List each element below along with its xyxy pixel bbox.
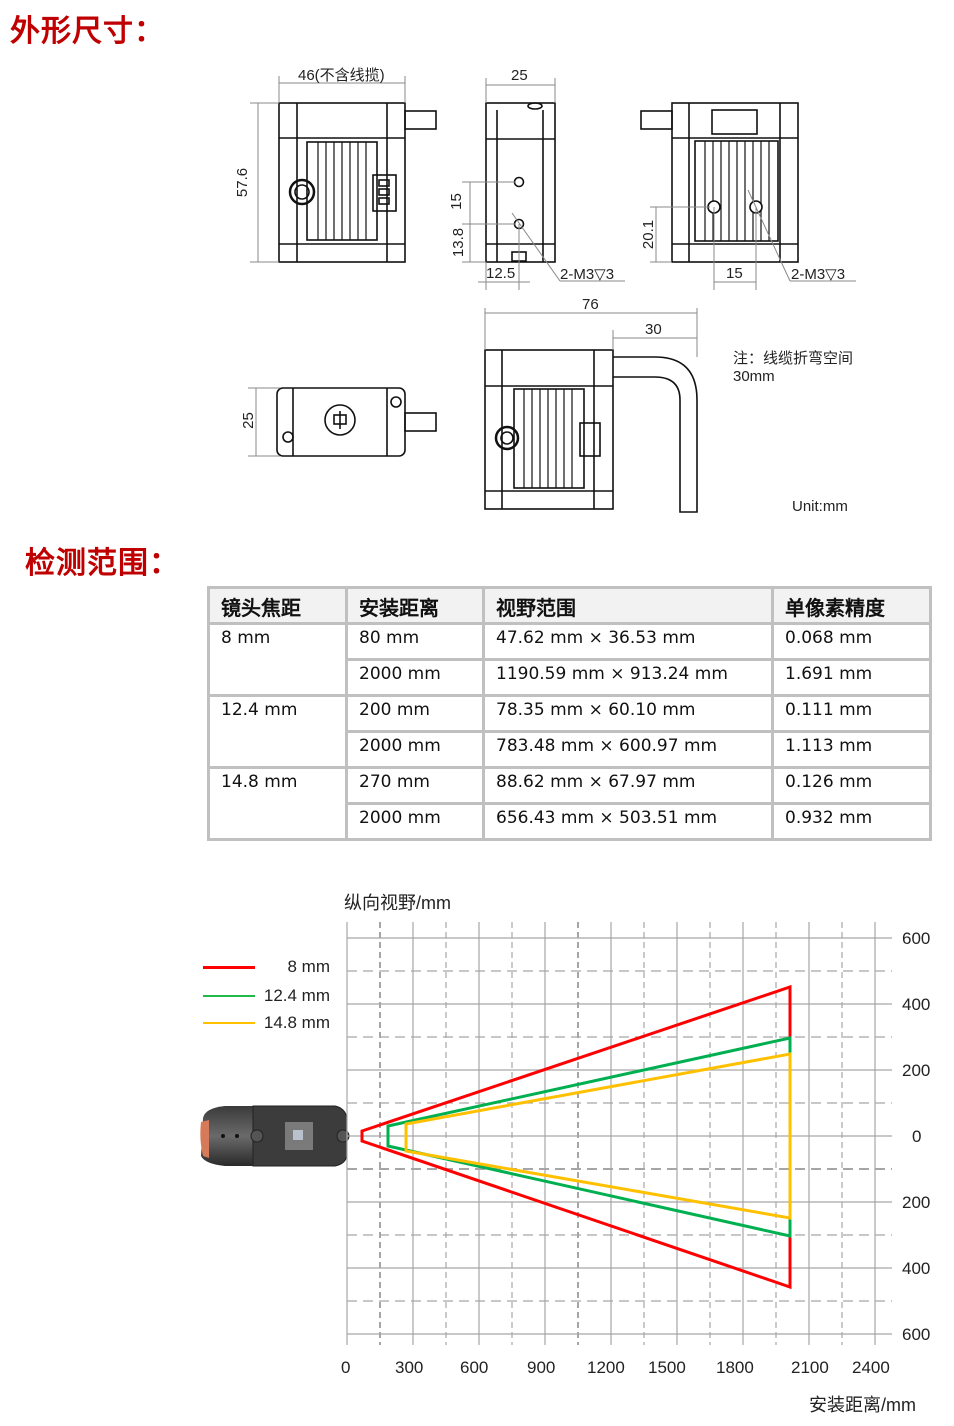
side-hole-offset-h-label: 12.5 <box>486 265 516 282</box>
x-tick: 1800 <box>716 1358 754 1377</box>
y-tick: 600 <box>902 1325 931 1344</box>
x-tick: 1200 <box>587 1358 625 1377</box>
fov-polygon-12-4mm <box>386 1036 792 1238</box>
legend-swatch-red <box>203 966 255 969</box>
distance-cell: 200 mm <box>345 694 485 733</box>
back-hole-spacing-label: 15 <box>726 265 743 282</box>
side-hole-spacing-label: 15 <box>447 193 465 210</box>
fov-cell: 783.48 mm × 600.97 mm <box>482 730 774 769</box>
y-tick: 200 <box>902 1193 931 1212</box>
y-tick: 200 <box>902 1061 931 1080</box>
legend-swatch-green <box>203 995 255 997</box>
precision-cell: 0.126 mm <box>771 766 932 805</box>
x-tick: 2100 <box>791 1358 829 1377</box>
fov-cell: 78.35 mm × 60.10 mm <box>482 694 774 733</box>
legend-label: 14.8 mm <box>263 1013 330 1032</box>
back-thread-label: 2-M3▽3 <box>791 266 846 283</box>
table-header-row: 镜头焦距 安装距离 视野范围 单像素精度 <box>207 586 932 625</box>
dimension-drawing <box>248 76 856 513</box>
y-tick: 400 <box>902 995 931 1014</box>
y-tick: 0 <box>912 1127 922 1146</box>
table-row: 14.8 mm 270 mm 88.62 mm × 67.97 mm 0.126… <box>207 766 932 841</box>
focal-cell: 14.8 mm <box>207 766 348 841</box>
table-row: 8 mm 80 mm 47.62 mm × 36.53 mm 0.068 mm <box>207 622 932 697</box>
legend-item-14-8mm: 14.8 mm <box>203 1013 343 1033</box>
fov-polygon-8mm <box>360 984 792 1290</box>
bent-cable-view-drawing <box>484 349 698 513</box>
unit-label: Unit:mm <box>792 498 848 515</box>
x-tick: 600 <box>460 1358 489 1377</box>
header-focal-length: 镜头焦距 <box>207 586 348 625</box>
table-row: 2000 mm 1190.59 mm × 913.24 mm 1.691 mm <box>209 658 932 697</box>
fov-cell: 47.62 mm × 36.53 mm <box>482 622 774 661</box>
detection-range-table: 镜头焦距 安装距离 视野范围 单像素精度 8 mm 80 mm 47.62 mm… <box>207 586 932 841</box>
cable-bend-note: 注：线缆折弯空间 <box>733 350 854 367</box>
x-tick: 900 <box>527 1358 556 1377</box>
precision-cell: 1.113 mm <box>771 730 932 769</box>
front-view-drawing <box>278 102 437 263</box>
side-width-label: 25 <box>511 67 528 84</box>
chart-y-axis-title: 纵向视野/mm <box>344 893 451 913</box>
fov-cell: 88.62 mm × 67.97 mm <box>482 766 774 805</box>
top-height-label: 25 <box>239 412 257 429</box>
cable-bend-note-value: 30mm <box>733 368 775 385</box>
distance-cell: 2000 mm <box>345 802 485 841</box>
legend-swatch-yellow <box>203 1022 255 1024</box>
table-row: 2000 mm 656.43 mm × 503.51 mm 0.932 mm <box>209 802 932 841</box>
header-pixel-precision: 单像素精度 <box>771 586 932 625</box>
chart-x-axis-title: 安装距离/mm <box>809 1395 916 1415</box>
x-tick: 300 <box>395 1358 424 1377</box>
back-hole-height-label: 20.1 <box>640 219 658 250</box>
side-thread-label: 2-M3▽3 <box>560 266 615 283</box>
x-tick: 2400 <box>852 1358 890 1377</box>
distance-cell: 270 mm <box>345 766 485 805</box>
legend-item-12-4mm: 12.4 mm <box>203 986 343 1006</box>
x-tick: 0 <box>341 1358 351 1377</box>
precision-cell: 1.691 mm <box>771 658 932 697</box>
distance-cell: 2000 mm <box>345 730 485 769</box>
fov-polygon-14-8mm <box>404 1052 792 1220</box>
fov-cell: 1190.59 mm × 913.24 mm <box>482 658 774 697</box>
dimensions-section-title: 外形尺寸： <box>10 14 165 49</box>
table-row: 2000 mm 783.48 mm × 600.97 mm 1.113 mm <box>209 730 932 769</box>
y-tick: 400 <box>902 1259 931 1278</box>
chart-grid <box>346 922 892 1345</box>
x-tick: 1500 <box>648 1358 686 1377</box>
fov-cell: 656.43 mm × 503.51 mm <box>482 802 774 841</box>
front-height-label: 57.6 <box>234 167 252 198</box>
top-view-drawing <box>276 387 437 457</box>
distance-cell: 80 mm <box>345 622 485 661</box>
header-install-distance: 安装距离 <box>345 586 485 625</box>
total-length-label: 76 <box>582 296 599 313</box>
detection-section-title: 检测范围： <box>25 546 180 581</box>
distance-cell: 2000 mm <box>345 658 485 697</box>
back-view-drawing <box>640 102 799 263</box>
legend-label: 8 mm <box>287 957 331 976</box>
focal-cell: 12.4 mm <box>207 694 348 769</box>
cable-length-label: 30 <box>645 321 662 338</box>
side-hole-offset-v-label: 13.8 <box>450 227 468 258</box>
header-field-of-view: 视野范围 <box>482 586 774 625</box>
table-row: 12.4 mm 200 mm 78.35 mm × 60.10 mm 0.111… <box>207 694 932 769</box>
precision-cell: 0.932 mm <box>771 802 932 841</box>
camera-product-image <box>200 1105 350 1167</box>
legend-item-8mm: 8 mm <box>203 957 343 977</box>
precision-cell: 0.068 mm <box>771 622 932 661</box>
legend-label: 12.4 mm <box>263 986 330 1005</box>
front-width-label: 46(不含线揽) <box>298 67 385 84</box>
focal-cell: 8 mm <box>207 622 348 697</box>
y-tick: 600 <box>902 929 931 948</box>
precision-cell: 0.111 mm <box>771 694 932 733</box>
